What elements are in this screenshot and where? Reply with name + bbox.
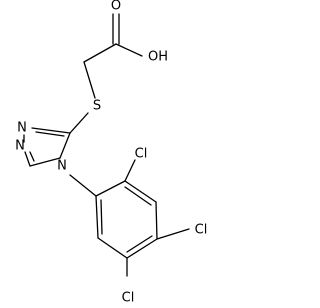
bond-n4-aryl xyxy=(69,174,97,197)
bond-ch2-s xyxy=(83,61,96,99)
bond-ar-c4-c5 xyxy=(126,238,158,259)
bond-ar-c1-c2 xyxy=(95,180,126,197)
atom-label-n-ring: N xyxy=(57,159,67,174)
bond-ar-c4-c5-inner xyxy=(126,235,153,253)
atom-labels: OH O S N N N Cl Cl Cl xyxy=(15,0,207,306)
bond-n2-c3-inner xyxy=(35,131,65,137)
bond-c2-cl xyxy=(124,159,136,182)
bond-n4-c5 xyxy=(29,157,61,167)
atom-label-s: S xyxy=(93,99,101,114)
atom-label-cl-bottom: Cl xyxy=(122,291,135,306)
atom-label-carbonyl-o: O xyxy=(111,0,121,14)
bond-lines xyxy=(23,13,190,277)
bond-c-oh xyxy=(115,43,143,57)
atom-label-n-mid: N xyxy=(15,139,25,154)
bond-c5-n1 xyxy=(24,151,31,167)
bond-c-ch2 xyxy=(83,43,117,63)
bond-c3-n4 xyxy=(59,132,71,159)
bond-ar-c6-c1-inner xyxy=(100,199,103,235)
bond-ar-c2-c3-inner xyxy=(124,186,152,206)
bond-c5-n1-inner xyxy=(29,151,35,162)
atom-label-oh: OH xyxy=(148,50,168,65)
bond-ar-c6-c1 xyxy=(95,195,99,239)
atom-label-cl-top: Cl xyxy=(135,147,148,162)
bond-ar-c2-c3 xyxy=(124,180,157,203)
bond-n2-c3 xyxy=(31,127,71,134)
bond-ar-c3-c4 xyxy=(155,201,158,240)
bond-ar-c5-c6 xyxy=(97,237,128,259)
bond-s-c3 xyxy=(69,112,89,134)
bond-c4-cl xyxy=(156,228,190,240)
atom-label-n-top: N xyxy=(17,121,27,136)
chemical-structure-diagram: OH O S N N N Cl Cl Cl xyxy=(15,0,207,306)
atom-label-cl-right: Cl xyxy=(195,223,208,238)
